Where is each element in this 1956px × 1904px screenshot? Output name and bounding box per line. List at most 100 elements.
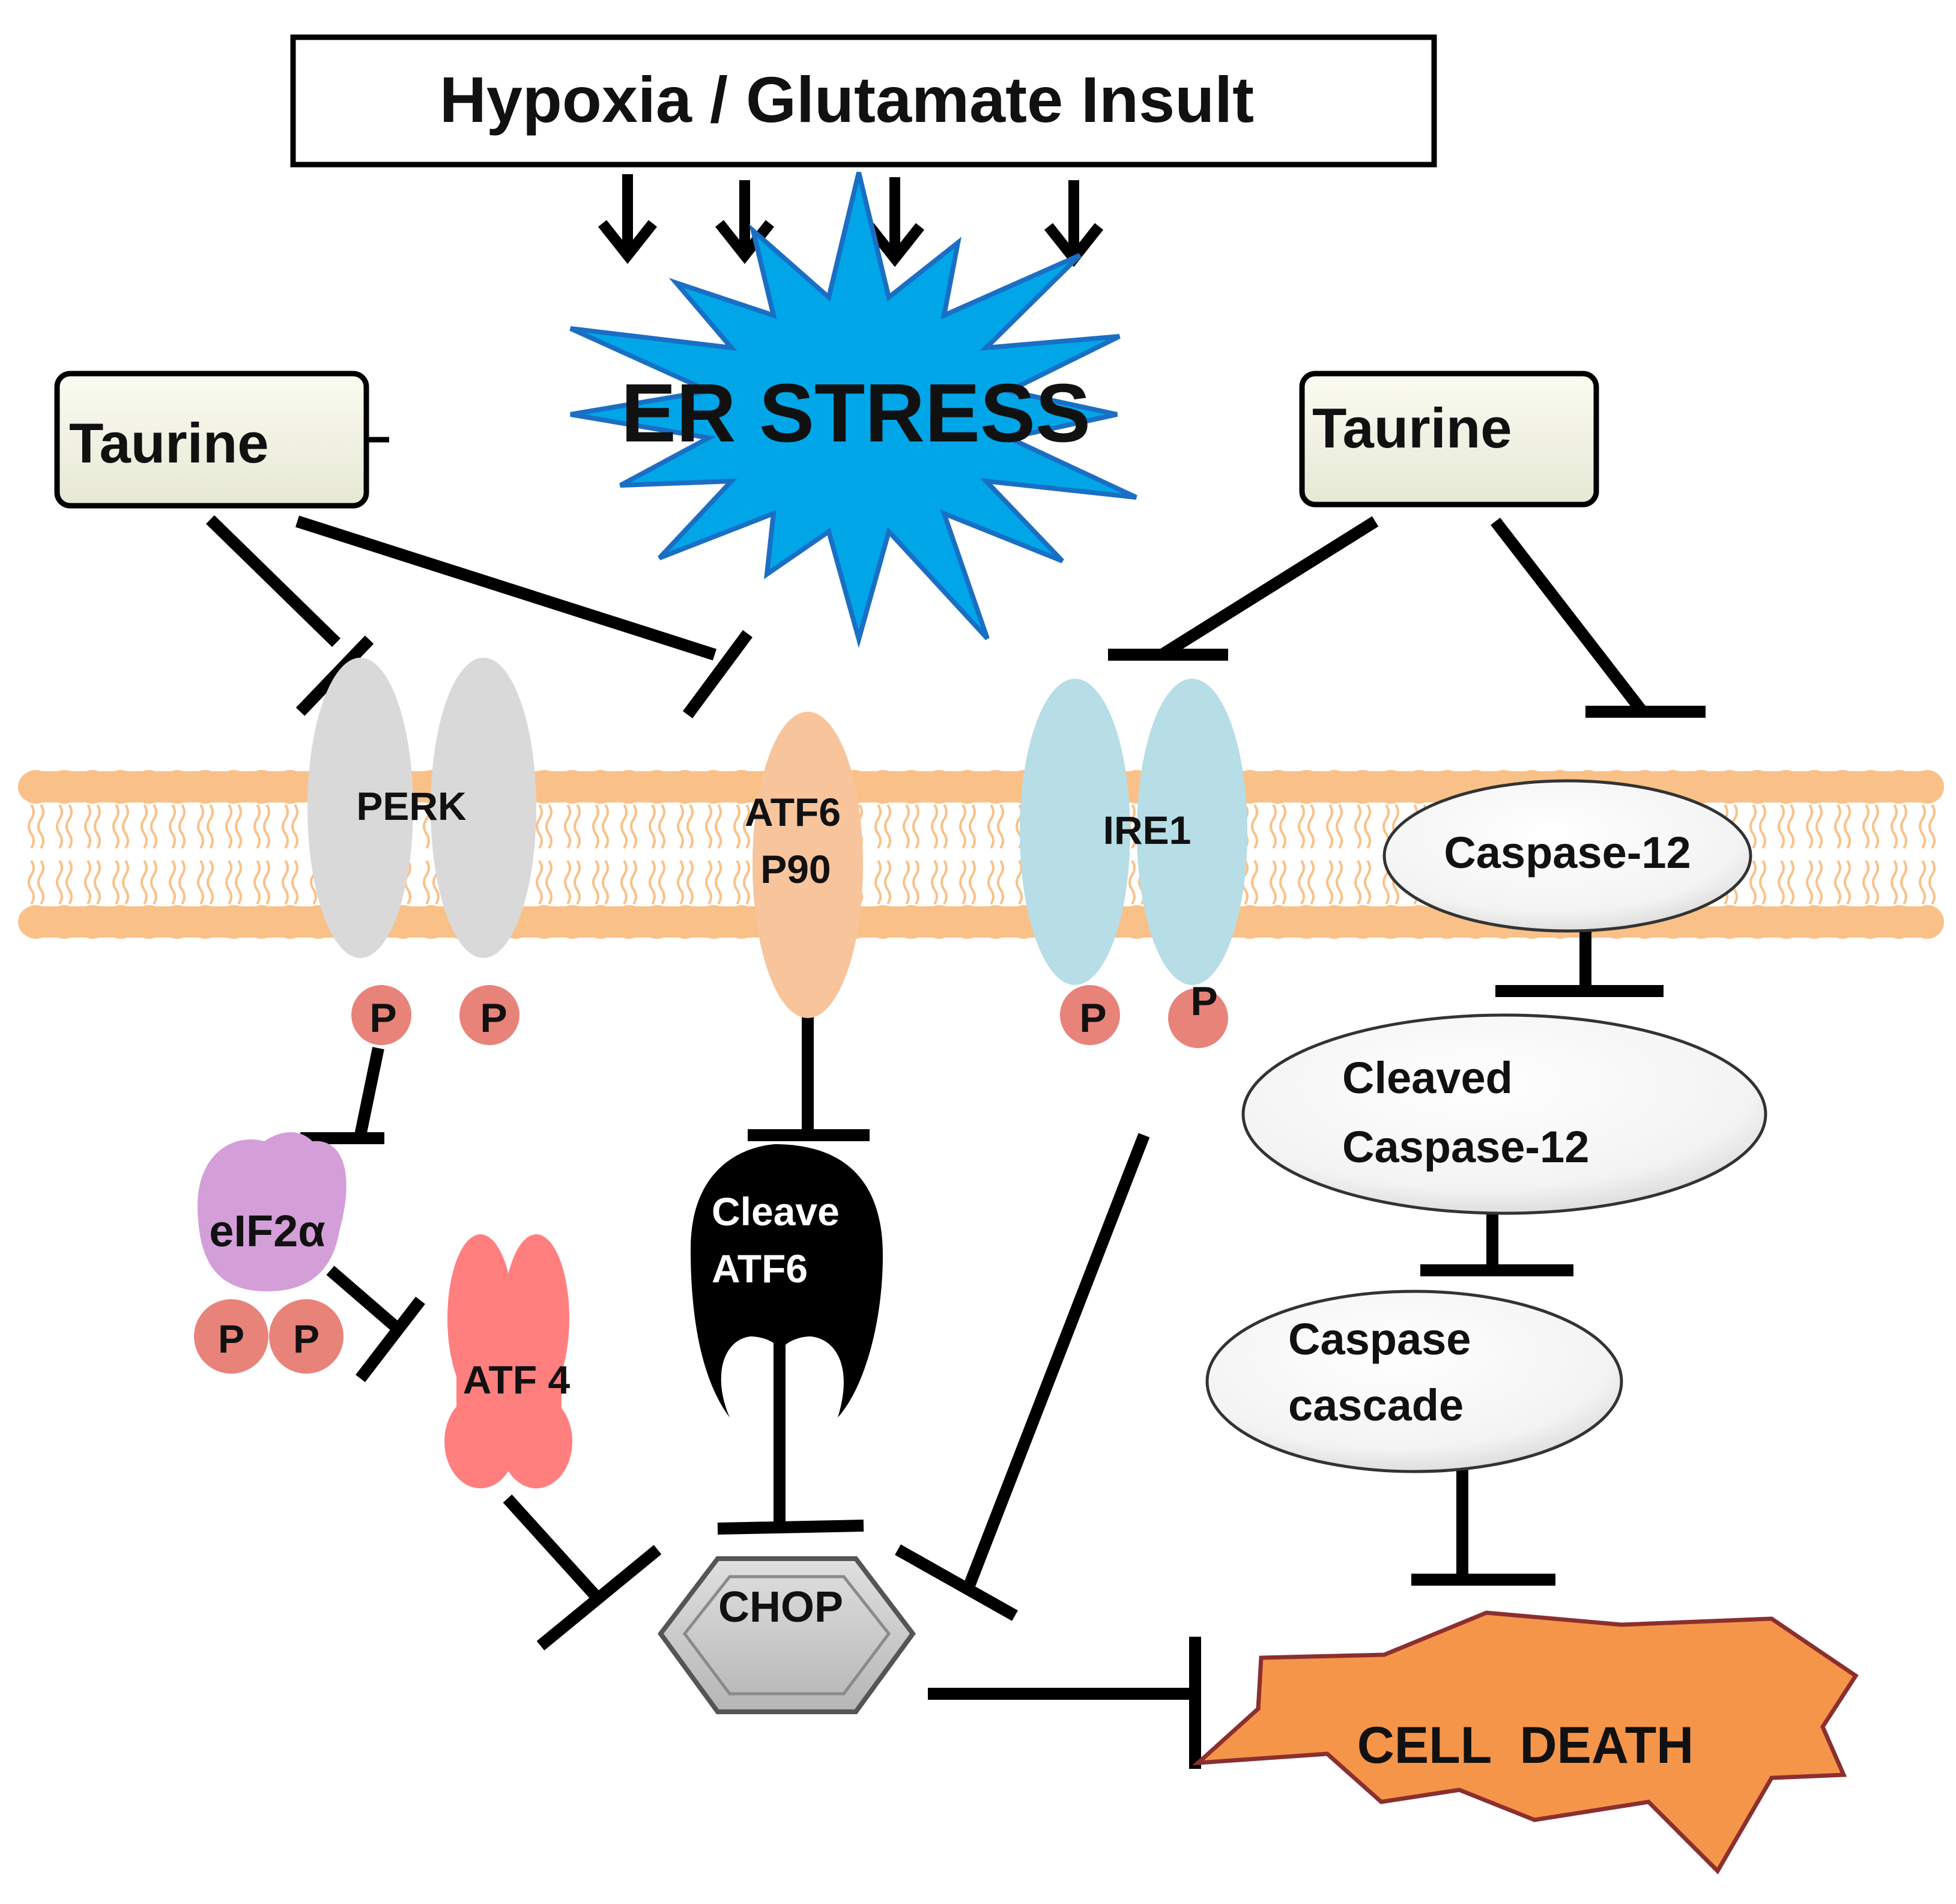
lipid-tail — [150, 860, 157, 905]
lipid-tail — [263, 804, 270, 849]
lipid-tail — [282, 804, 289, 849]
lipid-tail — [28, 860, 35, 905]
lipid-tail — [1270, 860, 1277, 905]
lipid-tail — [884, 860, 891, 905]
taurine-left-label: Taurine — [69, 411, 269, 474]
lipid-tail — [705, 804, 712, 849]
ire1-receptor: IRE1 P P — [1020, 679, 1247, 1048]
lipid-head — [1346, 770, 1379, 804]
lipid-tail — [602, 804, 609, 849]
lipid-tail — [592, 804, 599, 849]
er-stress-burst: ER STRESS — [569, 172, 1137, 648]
cleaved-atf6-node: Cleave ATF6 — [691, 1144, 883, 1417]
lipid-tail — [574, 804, 581, 849]
lipid-tail — [940, 860, 948, 905]
lipid-tail — [94, 804, 101, 849]
lipid-head — [866, 770, 900, 804]
lipid-head — [273, 770, 307, 804]
lipid-tail — [28, 804, 35, 849]
cleaved-atf6-line1: Cleave — [712, 1189, 840, 1234]
lipid-tail — [733, 860, 740, 905]
phospho-group: P — [1060, 985, 1120, 1045]
lipid-tail — [743, 804, 750, 849]
insult-label: Hypoxia / Glutamate Insult — [440, 63, 1254, 136]
lipid-tail — [743, 860, 750, 905]
lipid-head — [640, 905, 674, 939]
lipid-tail — [1862, 804, 1870, 849]
atf6-p90-line2: P90 — [760, 847, 831, 891]
down-arrow-icon — [865, 177, 925, 267]
lipid-tail — [1891, 804, 1898, 849]
lipid-head — [1854, 770, 1888, 804]
lipid-head — [217, 770, 250, 804]
lipid-head — [1346, 905, 1379, 939]
lipid-tail — [931, 804, 938, 849]
lipid-tail — [1815, 804, 1823, 849]
lipid-head — [19, 770, 53, 804]
lipid-head — [1797, 905, 1831, 939]
lipid-tail — [1778, 860, 1785, 905]
lipid-tail — [620, 860, 628, 905]
lipid-tail — [291, 860, 298, 905]
phospho-group: P — [194, 1299, 268, 1374]
cleaved-atf6-line2: ATF6 — [712, 1246, 808, 1291]
lipid-head — [160, 905, 194, 939]
lipid-tail — [686, 860, 694, 905]
lipid-head — [1318, 770, 1351, 804]
lipid-tail — [649, 860, 656, 905]
lipid-head — [104, 770, 138, 804]
lipid-tail — [1900, 804, 1907, 849]
lipid-tail — [1891, 860, 1898, 905]
lipid-tail — [987, 804, 995, 849]
lipid-head — [556, 905, 589, 939]
lipid-tail — [1279, 860, 1286, 905]
lipid-head — [951, 770, 984, 804]
lipid-tail — [122, 860, 129, 905]
lipid-tail — [715, 860, 722, 905]
phospho-group: P — [459, 985, 519, 1045]
lipid-tail — [959, 804, 966, 849]
lipid-head — [894, 770, 928, 804]
lipid-tail — [1251, 860, 1258, 905]
lipid-head — [612, 770, 646, 804]
lipid-tail — [686, 804, 694, 849]
lipid-tail — [1326, 804, 1333, 849]
svg-text:P: P — [293, 1317, 319, 1361]
cleaved-caspase12-line1: Cleaved — [1342, 1053, 1513, 1103]
lipid-tail — [733, 804, 740, 849]
cell-death-burst: CELL DEATH — [1192, 1610, 1859, 1875]
lipid-head — [132, 770, 166, 804]
lipid-head — [1882, 905, 1916, 939]
lipid-tail — [658, 860, 665, 905]
lipid-head — [922, 770, 956, 804]
lipid-tail — [84, 860, 91, 905]
lipid-tail — [263, 860, 270, 905]
lipid-tail — [874, 860, 882, 905]
lipid-tail — [1270, 804, 1277, 849]
svg-text:P: P — [369, 995, 396, 1041]
caspase12-node: Caspase-12 — [1382, 779, 1752, 933]
lipid-head — [668, 905, 702, 939]
lipid-tail — [1900, 860, 1907, 905]
down-arrow-icon — [1044, 180, 1104, 267]
lipid-head — [1318, 905, 1351, 939]
lipid-tail — [592, 860, 599, 905]
lipid-tail — [884, 804, 891, 849]
lipid-tail — [178, 860, 186, 905]
lipid-tail — [658, 804, 665, 849]
lipid-tail — [1815, 860, 1823, 905]
lipid-tail — [1251, 804, 1258, 849]
lipid-head — [1910, 905, 1944, 939]
caspase-cascade-line1: Caspase — [1288, 1314, 1471, 1364]
lipid-head — [1685, 770, 1718, 804]
lipid-tail — [912, 804, 919, 849]
lipid-tail — [112, 804, 120, 849]
lipid-tail — [903, 860, 910, 905]
lipid-tail — [423, 860, 430, 905]
lipid-head — [725, 770, 758, 804]
lipid-head — [1233, 905, 1267, 939]
lipid-tail — [959, 860, 966, 905]
lipid-tail — [1787, 804, 1794, 849]
lipid-tail — [65, 804, 73, 849]
lipid-tail — [715, 804, 722, 849]
